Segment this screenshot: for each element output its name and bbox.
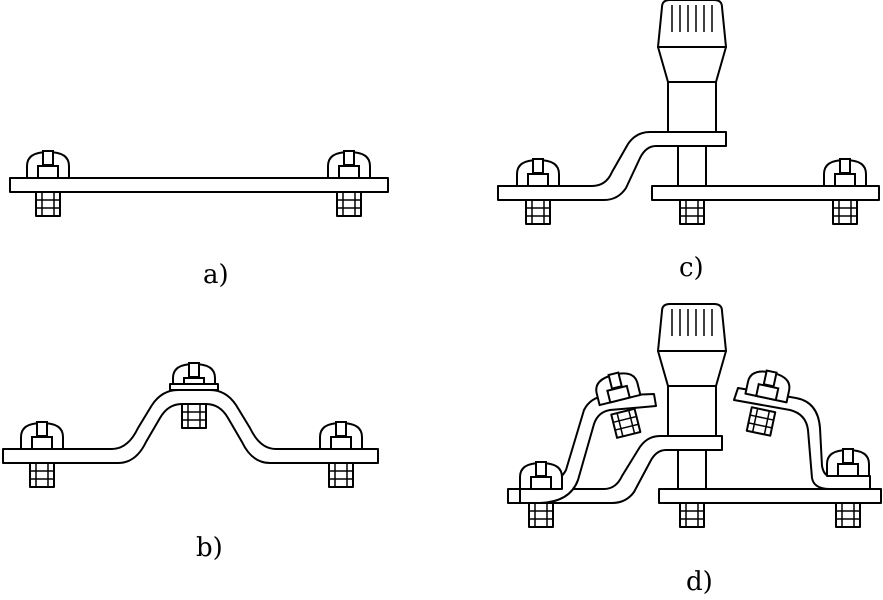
straight-plate: [658, 488, 882, 504]
label-a: a): [203, 260, 229, 290]
straight-plate: [651, 185, 880, 201]
nut-icon: [679, 502, 705, 528]
nut-icon: [835, 502, 861, 528]
label-b: b): [196, 533, 223, 563]
nut-icon: [525, 199, 551, 225]
panel-b: b): [2, 362, 379, 563]
screw-head-icon: [319, 421, 363, 450]
knob-terminal-icon: [657, 303, 727, 437]
screw-head-icon: [327, 150, 371, 179]
nut-icon: [528, 502, 554, 528]
screw-head-icon: [826, 448, 870, 477]
offset-plate: [497, 131, 727, 201]
knob-terminal-icon: [657, 0, 727, 133]
bent-plate: [2, 389, 379, 464]
nut-icon: [610, 407, 642, 439]
panel-a: a): [9, 150, 389, 290]
screw-head-icon: [519, 461, 563, 490]
screw-head-icon: [516, 158, 560, 187]
nut-icon: [679, 199, 705, 225]
panel-d: d): [507, 303, 882, 597]
nut-icon: [35, 191, 61, 217]
washer: [169, 383, 219, 391]
nut-icon: [745, 406, 777, 437]
nut-icon: [832, 199, 858, 225]
nut-icon: [29, 462, 55, 488]
screw-head-icon: [26, 150, 70, 179]
nut-icon: [336, 191, 362, 217]
panel-c: c): [497, 0, 880, 283]
right-jumper-plate: [733, 387, 871, 490]
screw-head-icon: [20, 421, 64, 450]
terminal-stud: [677, 145, 707, 187]
straight-plate: [9, 177, 389, 193]
nut-icon: [181, 403, 207, 429]
terminal-stud: [677, 449, 707, 490]
nut-icon: [328, 462, 354, 488]
label-c: c): [679, 253, 704, 283]
label-d: d): [686, 567, 713, 597]
screw-head-icon: [823, 158, 867, 187]
